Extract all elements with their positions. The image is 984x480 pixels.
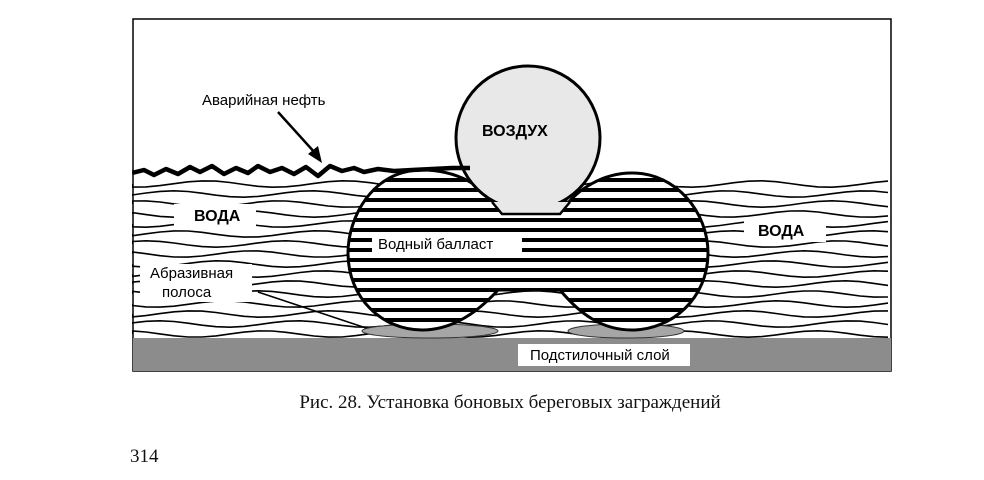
water-wave-line (132, 329, 889, 339)
spilled-oil-label: Аварийная нефть (202, 92, 326, 109)
abrasive-strip-label-line2: полоса (162, 284, 212, 301)
water-ballast-label: Водный балласт (378, 236, 493, 253)
bedding-layer-label: Подстилочный слой (530, 347, 670, 364)
figure-boom-installation: Аварийная нефть ВОЗДУХ ВОДА ВОДА Водный … (132, 18, 892, 372)
oil-pointer-arrow (277, 111, 322, 163)
page-number: 314 (130, 446, 159, 467)
water-label-left: ВОДА (194, 208, 241, 225)
oil-slick-line (132, 163, 470, 179)
air-label: ВОЗДУХ (482, 123, 548, 140)
abrasive-strip-label-line1: Абразивная (150, 265, 233, 282)
water-label-right: ВОДА (758, 223, 805, 240)
water-wave-line (132, 319, 889, 329)
water-wave-line (132, 299, 889, 309)
water-wave-line (132, 309, 889, 319)
abrasive-pointer-line (257, 291, 367, 329)
air-chamber (454, 64, 602, 216)
ground-layer (133, 338, 891, 371)
figure-caption: Рис. 28. Установка боновых береговых заг… (299, 392, 721, 413)
